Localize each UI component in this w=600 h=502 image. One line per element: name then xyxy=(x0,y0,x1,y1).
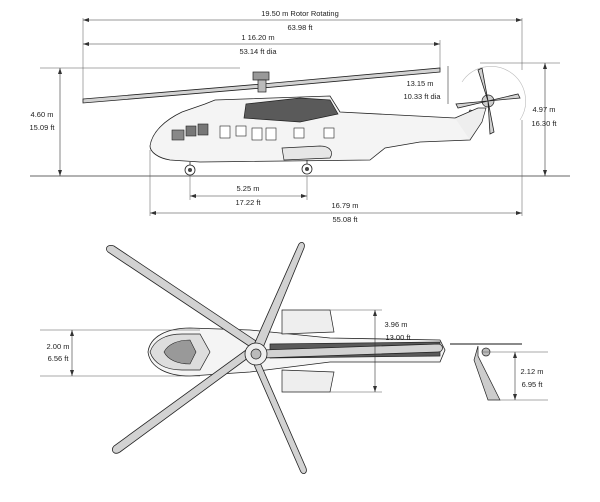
top-view: 2.00 m 6.56 ft 3.96 m 13.00 ft 2.12 m 6.… xyxy=(40,242,548,474)
fuselage-width-ft: 6.56 ft xyxy=(48,354,70,363)
sponson-width-m: 3.96 m xyxy=(385,320,408,329)
main-rotor-side xyxy=(82,67,441,104)
height-left-ft: 15.09 ft xyxy=(29,123,55,132)
overall-length-dimension: 16.79 m 55.08 ft xyxy=(149,120,523,224)
rotor-diameter-dimension: 19.50 m Rotor Rotating 63.98 ft xyxy=(82,9,523,102)
overall-length-m: 16.79 m xyxy=(331,201,358,210)
main-rotor-radius-m: 1 16.20 m xyxy=(241,33,274,42)
stabilizer-span-ft: 6.95 ft xyxy=(522,380,544,389)
wheelbase-dimension: 5.25 m 17.22 ft xyxy=(189,176,308,207)
tail-rotor-dimension: 13.15 m 10.33 ft dia xyxy=(403,66,449,104)
rotor-diameter-ft: 63.98 ft xyxy=(287,23,313,32)
fuselage-side xyxy=(149,66,526,176)
stabilizer-span-m: 2.12 m xyxy=(521,367,544,376)
tail-rotor-ft: 10.33 ft dia xyxy=(403,92,441,101)
overall-length-ft: 55.08 ft xyxy=(332,215,358,224)
wheelbase-m: 5.25 m xyxy=(237,184,260,193)
height-left-dimension: 4.60 m 15.09 ft xyxy=(29,67,240,176)
fuselage-width-dimension: 2.00 m 6.56 ft xyxy=(40,329,200,377)
tail-rotor-m: 13.15 m xyxy=(406,79,433,88)
stabilizer-span-dimension: 2.12 m 6.95 ft xyxy=(482,351,548,401)
fuselage-width-m: 2.00 m xyxy=(47,342,70,351)
height-right-ft: 16.30 ft xyxy=(531,119,557,128)
height-right-m: 4.97 m xyxy=(533,105,556,114)
height-right-dimension: 4.97 m 16.30 ft xyxy=(480,62,560,176)
side-view: 19.50 m Rotor Rotating 63.98 ft 1 16.20 … xyxy=(29,9,570,224)
main-rotor-top xyxy=(106,242,443,474)
main-rotor-radius-ft: 53.14 ft dia xyxy=(239,47,277,56)
sponson-width-ft: 13.00 ft xyxy=(385,333,411,342)
height-left-m: 4.60 m xyxy=(31,110,54,119)
wheelbase-ft: 17.22 ft xyxy=(235,198,261,207)
rotor-diameter-m: 19.50 m Rotor Rotating xyxy=(261,9,339,18)
sponson-width-dimension: 3.96 m 13.00 ft xyxy=(330,309,411,393)
main-rotor-radius-dimension: 1 16.20 m 53.14 ft dia xyxy=(83,33,441,70)
